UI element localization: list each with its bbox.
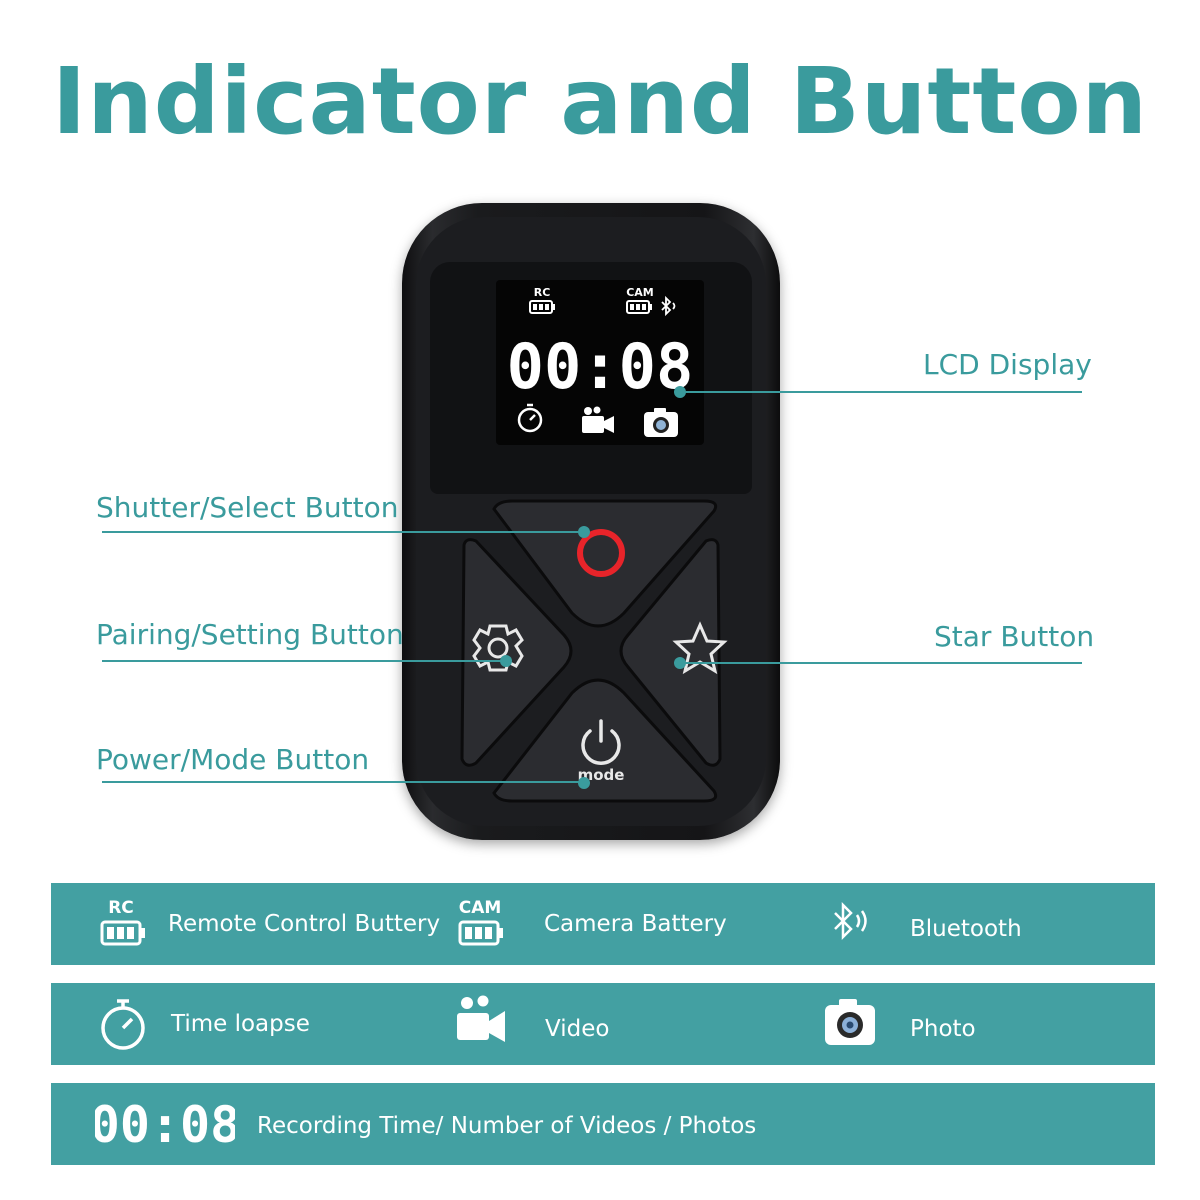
video-camera-icon <box>457 995 505 1042</box>
lcd-time: 00:08 <box>507 330 694 403</box>
lcd-cam-battery-icon <box>626 300 652 314</box>
callout-shutter-button: Shutter/Select Button <box>96 491 399 524</box>
callout-power-button: Power/Mode Button <box>96 743 370 776</box>
legend-row-1: RC Remote Control Buttery CAM Camera Bat… <box>51 883 1155 965</box>
page-title: Indicator and Button <box>51 48 1149 155</box>
photo-camera-icon <box>825 999 875 1045</box>
button-cluster: mode <box>460 499 728 803</box>
legend-rc-battery-text: Remote Control Buttery <box>168 911 441 937</box>
callout-star-button: Star Button <box>934 620 1095 653</box>
power-icon <box>581 719 621 765</box>
legend-bluetooth-text: Bluetooth <box>910 916 1022 942</box>
gear-icon <box>472 624 524 672</box>
cam-icon-label: CAM <box>459 898 502 918</box>
legend-cam-battery-text: Camera Battery <box>544 911 727 937</box>
callout-dot-shutter <box>578 526 590 538</box>
callout-dot-pairing <box>500 655 512 667</box>
digital-time-icon: 00:08 <box>95 1097 235 1151</box>
pairing-button[interactable] <box>460 538 573 767</box>
lcd-stopwatch-icon <box>517 403 543 433</box>
power-button[interactable] <box>492 678 718 803</box>
lcd-rc-battery-icon <box>529 300 555 314</box>
legend-row-2: Time loapse Video Photo <box>51 983 1155 1065</box>
shutter-ring-icon <box>577 529 625 577</box>
lcd-cam-label: CAM <box>626 286 654 299</box>
callout-line-star <box>680 662 1082 664</box>
callout-line-shutter <box>102 531 584 533</box>
callout-line-lcd <box>680 391 1082 393</box>
legend-video-text: Video <box>545 1016 610 1042</box>
legend-timelapse-text: Time loapse <box>171 1011 310 1037</box>
legend-row-3: 00:08 Recording Time/ Number of Videos /… <box>51 1083 1155 1165</box>
callout-line-pairing <box>102 660 506 662</box>
bluetooth-icon <box>834 901 867 941</box>
callout-line-power <box>102 781 584 783</box>
callout-dot-lcd <box>674 386 686 398</box>
rc-icon-label: RC <box>108 898 134 918</box>
lcd-rc-label: RC <box>534 286 551 299</box>
lcd-bluetooth-icon <box>661 295 676 317</box>
callout-pairing-button: Pairing/Setting Button <box>96 618 404 651</box>
rc-battery-icon: RC <box>100 898 145 946</box>
digital-time-label: 00:08 <box>95 1097 235 1151</box>
stopwatch-icon <box>101 999 145 1050</box>
callout-dot-power <box>578 777 590 789</box>
lcd-display: RC CAM 00:08 <box>496 280 704 445</box>
legend-recording-time-text: Recording Time/ Number of Videos / Photo… <box>257 1113 757 1139</box>
lcd-video-icon <box>582 406 614 433</box>
star-button[interactable] <box>619 538 722 767</box>
legend-photo-text: Photo <box>910 1016 976 1042</box>
cam-battery-icon: CAM <box>458 898 503 946</box>
callout-lcd-display: LCD Display <box>923 348 1092 381</box>
lcd-photo-icon <box>644 408 678 437</box>
callout-dot-star <box>674 657 686 669</box>
